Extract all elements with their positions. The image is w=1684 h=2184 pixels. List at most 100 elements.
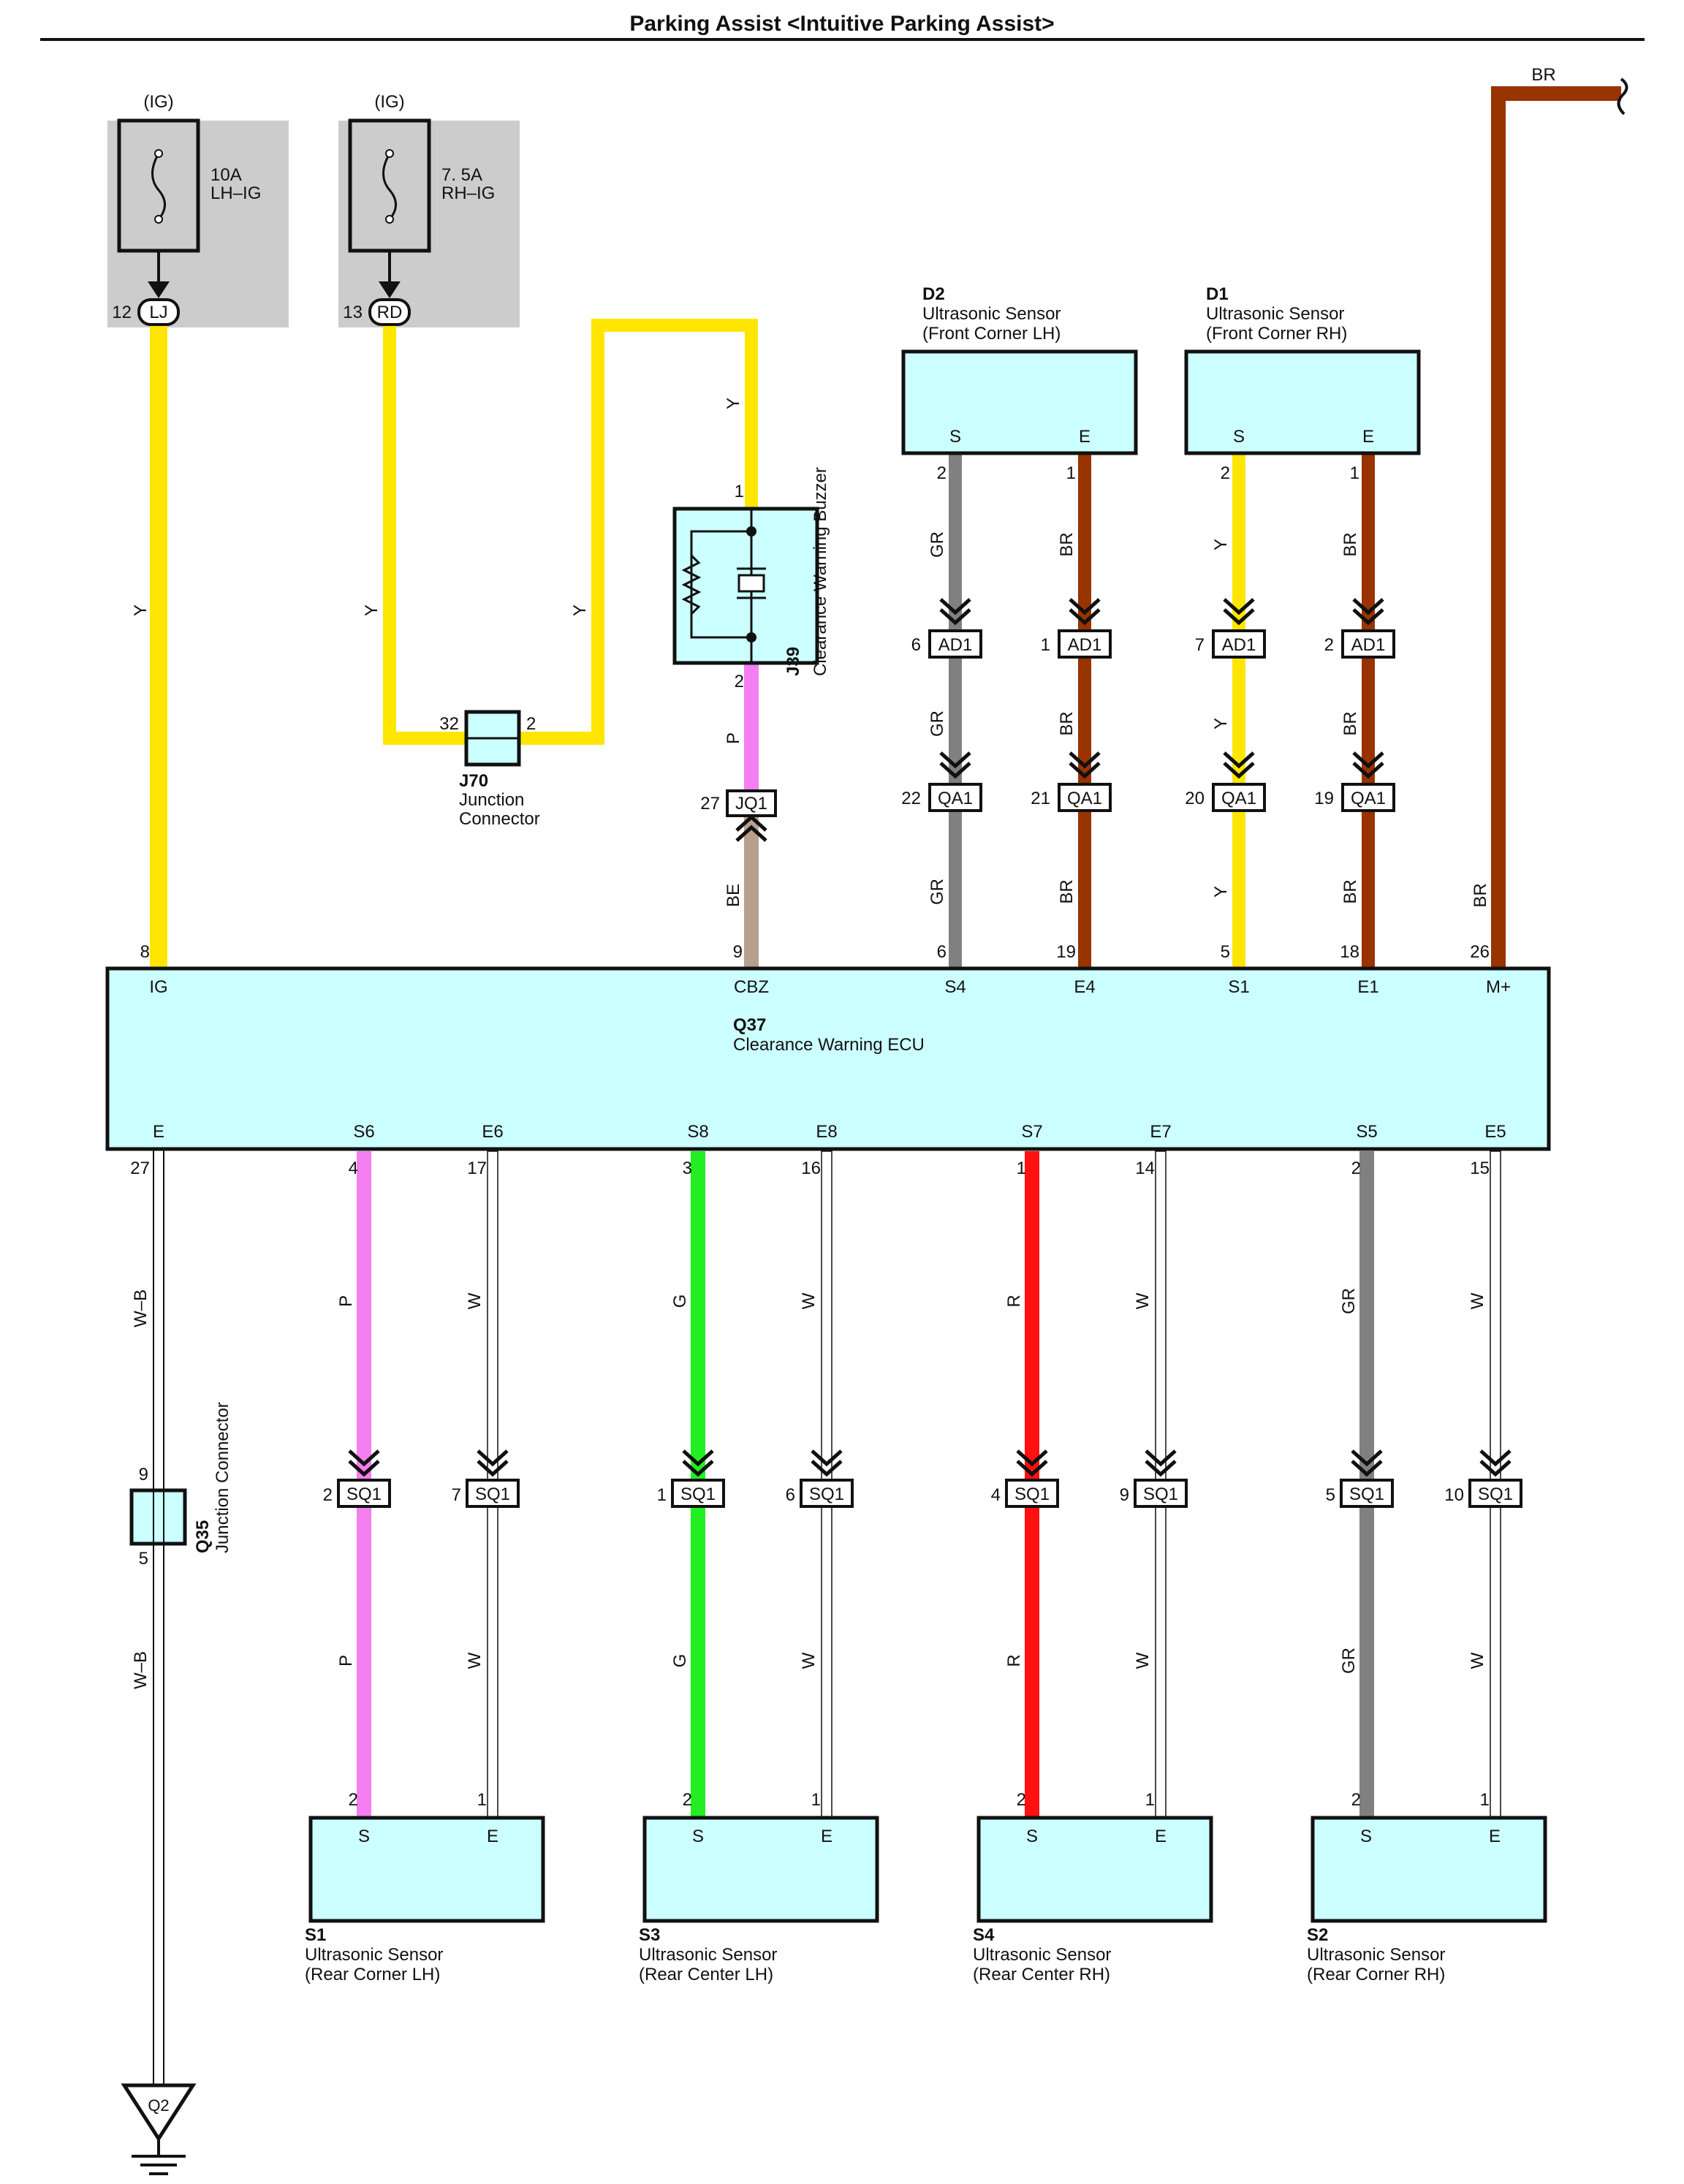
ecu-cbz-label: CBZ	[734, 977, 769, 997]
connector-lj-label: LJ	[149, 303, 167, 322]
sq1-6-chevron-b	[1351, 1460, 1383, 1477]
connector-ad1-0-label: AD1	[938, 635, 973, 655]
rear-sensor-3-s: S	[1360, 1827, 1372, 1846]
sq1-pin-6: 5	[1326, 1485, 1335, 1505]
qa1-pin-2: 20	[1185, 789, 1205, 808]
ecu-ig-label: IG	[149, 977, 167, 997]
wire-label-buzzer-p: P	[724, 732, 743, 744]
sq1-pin-0: 2	[323, 1485, 333, 1505]
wire-label-m-plus-br-vertical: BR	[1471, 883, 1490, 907]
ecu-bottom-pin-0: 4	[349, 1159, 358, 1178]
wire-label-front-3-a: BR	[1340, 532, 1360, 556]
wire-label-front-2-c: Y	[1211, 886, 1231, 898]
sq1-0-chevron-a	[348, 1449, 380, 1467]
ad1-2-chevron-b	[1223, 608, 1255, 626]
ecu-bottom-label-0: S6	[353, 1122, 374, 1142]
rear-sensor-pin-1: 1	[477, 1790, 487, 1810]
wire-label-rear-0-b: P	[336, 1655, 356, 1667]
rear-sensor-0-id: S1	[305, 1925, 326, 1945]
sq1-pin-4: 4	[991, 1485, 1001, 1505]
ecu-q37-clearance-warning-ecu	[105, 966, 1551, 1151]
ground-q2-label: Q2	[148, 2096, 169, 2115]
ecu-pin-2: 5	[1221, 942, 1230, 962]
q35-id: Q35	[193, 1520, 213, 1553]
wire-label-wb-upper: W–B	[131, 1289, 151, 1327]
wire-label-front-3-b: BR	[1340, 711, 1360, 735]
sq1-2-chevron-b	[682, 1460, 714, 1477]
fuse-lh-ig-rating: 10A	[210, 165, 242, 185]
wire-label-j70-y: Y	[570, 604, 590, 616]
j70-line1: Junction	[459, 790, 524, 810]
buzzer-name: Clearance Warning Buzzer	[811, 467, 830, 676]
connector-qa1-0-label: QA1	[938, 789, 973, 808]
wire-label-rear-1-a: W	[465, 1292, 485, 1309]
wire-label-front-1-b: BR	[1057, 711, 1077, 735]
wire-label-lj-y: Y	[131, 604, 151, 616]
ecu-id: Q37	[733, 1015, 766, 1035]
wire-label-front-2-b: Y	[1211, 718, 1231, 729]
q35-name: Junction Connector	[213, 1402, 232, 1553]
rear-sensor-pin-2: 2	[683, 1790, 692, 1810]
sensor-d2-e: E	[1079, 427, 1091, 447]
ecu-bottom-pin-7: 15	[1470, 1159, 1490, 1178]
rear-sensor-1-line1: Ultrasonic Sensor	[639, 1945, 777, 1965]
connector-sq1-3	[800, 1479, 854, 1508]
ad1-pin-2: 7	[1195, 635, 1205, 655]
sensor-d2-front-corner-lh	[901, 349, 1138, 455]
rear-sensor-3-line2: (Rear Corner RH)	[1307, 1965, 1445, 1984]
connector-sq1-3-label: SQ1	[809, 1485, 844, 1504]
wire-label-rear-3-b: W	[799, 1652, 819, 1669]
connector-sq1-5	[1134, 1479, 1188, 1508]
jq1-label: JQ1	[735, 794, 767, 814]
ecu-bottom-pin-1: 17	[467, 1159, 487, 1178]
j70-pin-right: 2	[526, 714, 536, 734]
connector-sq1-1	[466, 1479, 520, 1508]
ecu-bottom-pin-5: 14	[1135, 1159, 1155, 1178]
sensor-d2-pin-s: 2	[937, 463, 947, 483]
connector-ad1-0	[928, 629, 982, 659]
wire-rd-j70	[383, 322, 474, 745]
ecu-bottom-pin-2: 3	[683, 1159, 692, 1178]
connector-sq1-7	[1468, 1479, 1522, 1508]
buzzer-crystal	[737, 574, 765, 593]
ecu-pin-3: 18	[1340, 942, 1359, 962]
fuse-lh-ig-dot-top	[154, 149, 163, 158]
rear-sensor-pin-4: 2	[1017, 1790, 1026, 1810]
fuse-lh-ig-dot-bottom	[154, 215, 163, 224]
fuse-rh-ig-dot-top	[385, 149, 394, 158]
rear-sensor-pin-7: 1	[1480, 1790, 1490, 1810]
connector-rd-label: RD	[377, 303, 403, 322]
sq1-3-chevron-a	[811, 1449, 843, 1467]
sq1-pin-2: 1	[657, 1485, 667, 1505]
fuse-rh-ig-dot-bottom	[385, 215, 394, 224]
qa1-pin-0: 22	[901, 789, 921, 808]
connector-ad1-2-label: AD1	[1222, 635, 1256, 655]
fuse-rh-ig-rating: 7. 5A	[441, 165, 482, 185]
ad1-3-chevron-b	[1352, 608, 1384, 626]
ad1-2-chevron-a	[1223, 598, 1255, 615]
connector-sq1-0	[337, 1479, 391, 1508]
rear-sensor-0-line2: (Rear Corner LH)	[305, 1965, 440, 1984]
wire-label-rear-2-b: G	[670, 1654, 690, 1668]
wire-label-jq1-be: BE	[724, 884, 743, 907]
ecu-bottom-label-2: S8	[687, 1122, 708, 1142]
rear-sensor-2-line2: (Rear Center RH)	[973, 1965, 1110, 1984]
jq1-connector	[726, 789, 777, 817]
connector-ad1-3-label: AD1	[1351, 635, 1386, 655]
sq1-4-chevron-b	[1016, 1460, 1048, 1477]
fuse-lh-ig-arrow	[148, 281, 170, 298]
ad1-1-chevron-a	[1069, 598, 1101, 615]
wire-j70-buzzer	[517, 319, 758, 745]
connector-qa1-0	[928, 783, 982, 812]
wire-label-rear-4-b: R	[1004, 1654, 1024, 1667]
sq1-1-chevron-a	[477, 1449, 509, 1467]
buzzer-resistor	[681, 554, 702, 615]
page-title: Parking Assist <Intuitive Parking Assist…	[629, 12, 1054, 36]
ecu-label-3: E1	[1357, 977, 1378, 997]
connector-qa1-2-label: QA1	[1221, 789, 1256, 808]
sensor-d2-pin-e: 1	[1066, 463, 1076, 483]
wire-label-front-0-b: GR	[928, 710, 947, 737]
sq1-4-chevron-a	[1016, 1449, 1048, 1467]
wire-label-rear-5-b: W	[1133, 1652, 1153, 1669]
